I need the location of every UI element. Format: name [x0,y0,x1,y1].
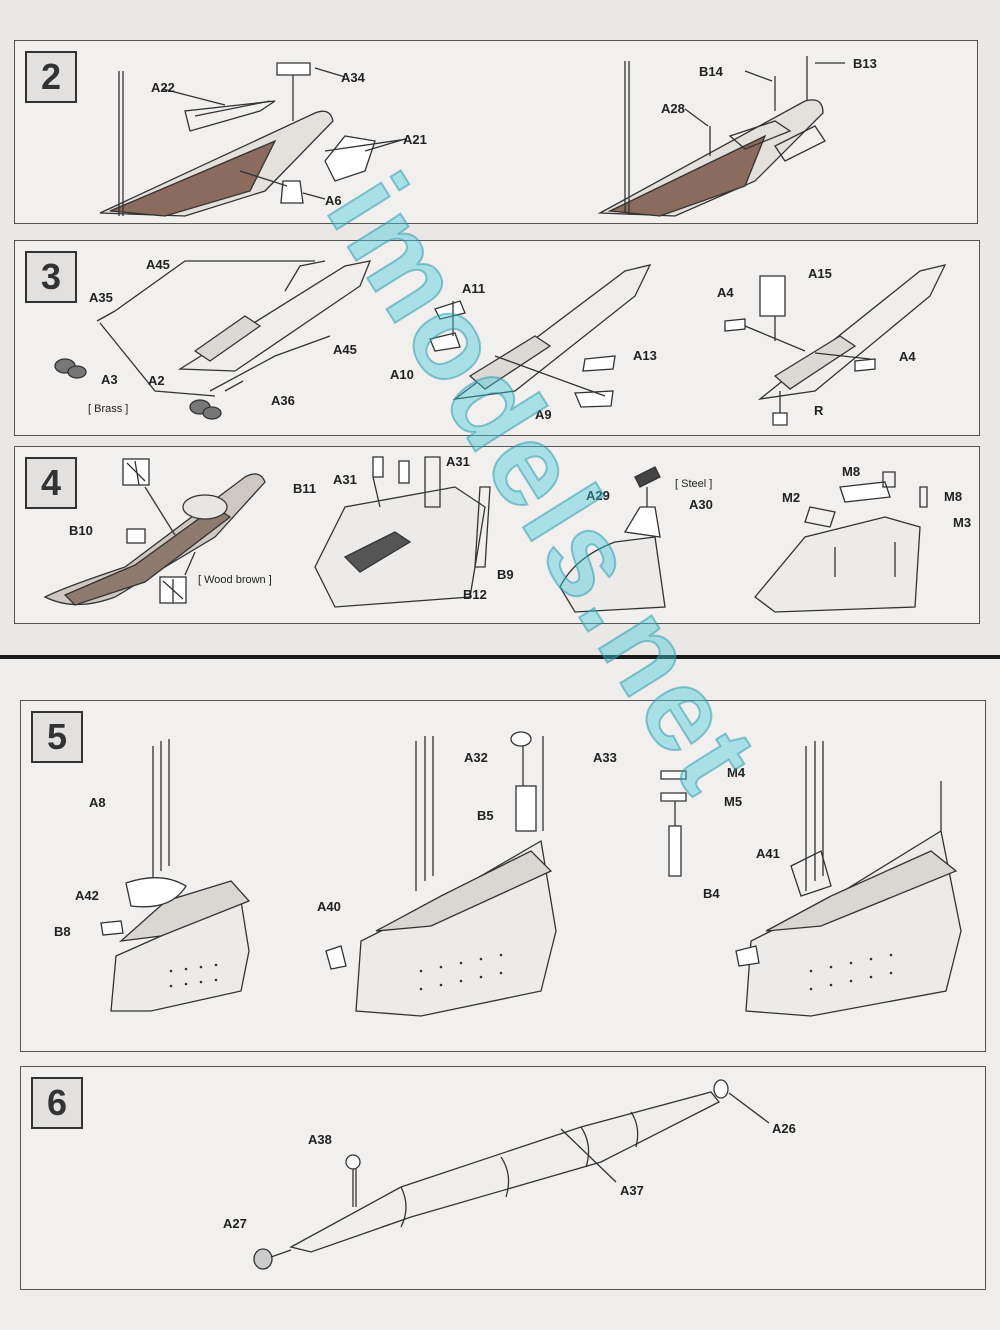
callout-m5: M5 [724,794,743,809]
note-wood-brown: [ Wood brown ] [198,574,272,586]
step-3-drawing [54,260,947,426]
callout-a21: A21 [403,132,427,147]
step-5-panel: 5 [20,700,986,1052]
callout-a37: A37 [620,1183,644,1198]
callout-a35: A35 [89,290,113,305]
callout-b13: B13 [853,56,877,71]
step-2-number: 2 [25,51,77,103]
callout-a31-left: A31 [333,472,357,487]
step-5-number: 5 [31,711,83,763]
step-4-panel: 4 [14,446,980,624]
callout-a4-left: A4 [717,285,734,300]
callout-a33: A33 [593,750,617,765]
step-2-panel: 2 [14,40,978,224]
step-4-drawing [43,456,928,613]
step-6-panel: 6 A38 A27 A37 A26 [20,1066,986,1290]
callout-a2: A2 [148,373,165,388]
callout-m8-right: M8 [944,489,963,504]
callout-a45-top: A45 [146,257,170,272]
callout-a22: A22 [151,80,175,95]
callout-a6: A6 [325,193,342,208]
callout-a38: A38 [308,1132,332,1147]
callout-m4: M4 [727,765,746,780]
callout-m2: M2 [782,490,801,505]
callout-a13: A13 [633,348,657,363]
callout-a31-right: A31 [446,454,470,469]
callout-b12: B12 [463,587,487,602]
callout-a30: A30 [689,497,713,512]
step-5-drawing [100,731,962,1017]
step-4-number: 4 [25,457,77,509]
step-2-drawing [99,56,845,217]
callout-a15: A15 [808,266,832,281]
callout-a26: A26 [772,1121,796,1136]
callout-b8: B8 [54,924,71,939]
callout-b9: B9 [497,567,514,582]
callout-a27: A27 [223,1216,247,1231]
callout-m3: M3 [953,515,972,530]
step-3-number: 3 [25,251,77,303]
callout-b10: B10 [69,523,93,538]
callout-a8: A8 [89,795,106,810]
callout-r: R [814,403,824,418]
callout-a28: A28 [661,101,685,116]
callout-b14: B14 [699,64,723,79]
callout-a41: A41 [756,846,780,861]
callout-b5: B5 [477,808,494,823]
callout-a36: A36 [271,393,295,408]
step-6-drawing [253,1079,770,1270]
callout-a11: A11 [462,281,486,296]
callout-a40: A40 [317,899,341,914]
note-brass: [ Brass ] [88,403,129,415]
callout-a9: A9 [535,407,552,422]
callout-a29: A29 [586,488,610,503]
step-3-panel: 3 [14,240,980,436]
callout-b4: B4 [703,886,720,901]
callout-a3: A3 [101,372,118,387]
page-divider [0,655,1000,659]
callout-a32: A32 [464,750,488,765]
note-steel: [ Steel ] [675,478,713,490]
callout-a4-right: A4 [899,349,916,364]
callout-a42: A42 [75,888,99,903]
callout-a10: A10 [390,367,414,382]
callout-a34: A34 [341,70,365,85]
callout-b11: B11 [293,481,317,496]
callout-a45-bottom: A45 [333,342,357,357]
callout-m8-top: M8 [842,464,861,479]
step-6-number: 6 [31,1077,83,1129]
